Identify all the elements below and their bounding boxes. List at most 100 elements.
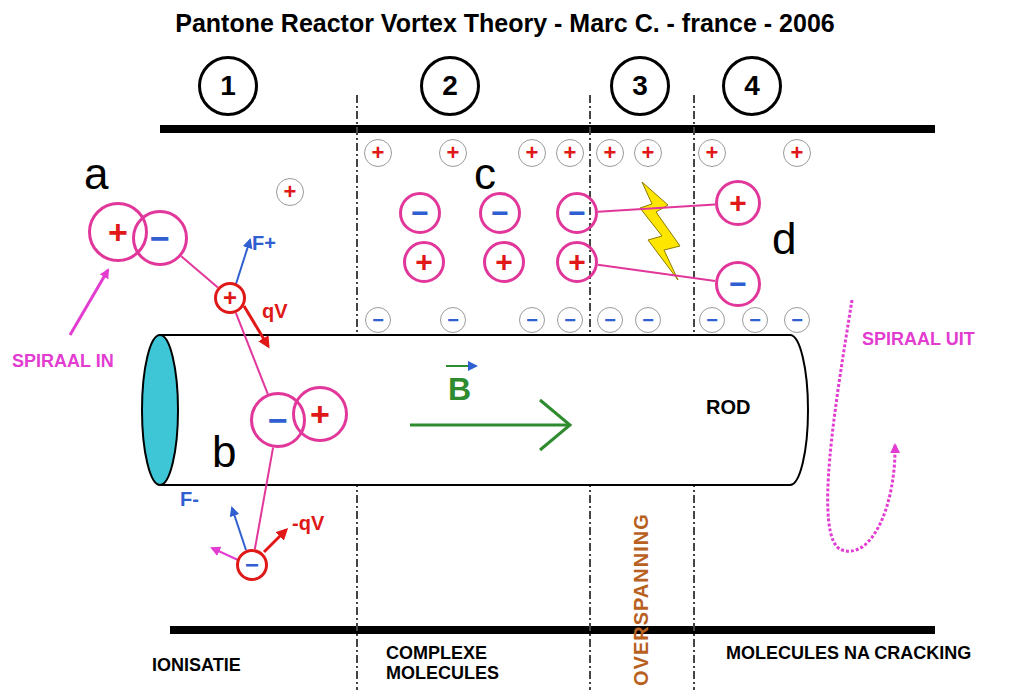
diagram-title: Pantone Reactor Vortex Theory - Marc C. …: [0, 10, 1010, 38]
spiral-in-arrow: [70, 270, 108, 335]
charge-sign: 3: [632, 72, 648, 100]
force-arrow: [236, 240, 250, 284]
zone-number: 2: [420, 56, 480, 116]
negative-ion: −: [699, 307, 725, 333]
molecule-charge: −: [399, 192, 441, 234]
molecule-charge: −: [556, 192, 598, 234]
positive-ion: +: [698, 139, 726, 167]
drift-arrow: [212, 548, 238, 560]
force-symbol: F+: [252, 232, 276, 254]
molecule-charge: −: [479, 192, 521, 234]
field-symbol: B: [448, 372, 471, 407]
molecule-charge: −: [250, 392, 306, 448]
molecule-letter: c: [474, 150, 496, 198]
charge-sign: −: [526, 310, 538, 330]
rod: [160, 335, 808, 485]
force-symbol: -qV: [292, 512, 324, 534]
particle-path: [598, 204, 715, 211]
force-symbol: qV: [262, 300, 288, 322]
molecule-charge: +: [292, 386, 348, 442]
charge-sign: +: [372, 142, 385, 164]
particle-path: [598, 265, 715, 281]
charge-sign: −: [372, 310, 384, 330]
charge-sign: −: [791, 310, 803, 330]
lorentz-arrow: [264, 530, 286, 552]
molecule-charge: −: [132, 210, 188, 266]
molecule-charge: +: [715, 180, 761, 226]
charge-sign: +: [495, 247, 513, 277]
zone-number: 1: [198, 56, 258, 116]
positive-ion: +: [783, 139, 811, 167]
molecule-charge: +: [403, 241, 445, 283]
positive-ion: +: [596, 139, 624, 167]
negative-ion: −: [365, 307, 391, 333]
charge-sign: +: [310, 397, 330, 431]
charge-sign: +: [706, 142, 719, 164]
charge-sign: +: [108, 215, 128, 249]
top-plate: [160, 125, 935, 133]
zone-name: IONISATIE: [152, 656, 241, 676]
charge-sign: −: [604, 310, 616, 330]
negative-ion: −: [784, 307, 810, 333]
charge-sign: −: [564, 310, 576, 330]
positive-ion: +: [634, 139, 662, 167]
zone-name: OVERSPANNING: [630, 513, 652, 686]
charge-sign: +: [223, 286, 237, 310]
molecule-letter: d: [772, 215, 796, 263]
particle-path: [181, 256, 218, 287]
charge-sign: +: [791, 142, 804, 164]
charge-sign: +: [564, 142, 577, 164]
force-arrow: [232, 508, 246, 550]
negative-ion: −: [635, 307, 661, 333]
charge-sign: −: [749, 310, 761, 330]
particle-path: [236, 313, 268, 394]
charge-sign: −: [268, 403, 288, 437]
lightning-bolt: [640, 182, 680, 280]
molecule-charge: −: [715, 261, 761, 307]
charge-sign: −: [150, 221, 170, 255]
charge-sign: +: [604, 142, 617, 164]
charge-sign: 2: [442, 72, 458, 100]
charge-sign: 1: [220, 72, 236, 100]
negative-ion: −: [236, 549, 268, 581]
part-name: ROD: [706, 396, 750, 418]
positive-ion: +: [439, 139, 467, 167]
negative-ion: −: [557, 307, 583, 333]
molecule-letter: b: [212, 428, 236, 476]
vector-mark: [446, 365, 476, 367]
charge-sign: −: [245, 553, 259, 577]
charge-sign: +: [415, 247, 433, 277]
charge-sign: +: [526, 142, 539, 164]
charge-sign: −: [568, 198, 586, 228]
positive-ion: +: [276, 178, 304, 206]
positive-ion: +: [364, 139, 392, 167]
charge-sign: +: [568, 247, 586, 277]
zone-name: COMPLEXE MOLECULES: [386, 644, 556, 684]
charge-sign: −: [729, 269, 747, 299]
particle-path: [255, 448, 273, 550]
molecule-charge: +: [88, 202, 148, 262]
molecule-letter: a: [84, 150, 108, 198]
charge-sign: +: [447, 142, 460, 164]
force-symbol: F-: [180, 488, 199, 510]
charge-sign: −: [642, 310, 654, 330]
negative-ion: −: [440, 307, 466, 333]
zone-number: 4: [722, 56, 782, 116]
rod-end: [142, 335, 178, 485]
charge-sign: −: [411, 198, 429, 228]
zone-number: 3: [610, 56, 670, 116]
negative-ion: −: [742, 307, 768, 333]
charge-sign: +: [642, 142, 655, 164]
charge-sign: +: [729, 188, 747, 218]
charge-sign: −: [706, 310, 718, 330]
positive-ion: +: [518, 139, 546, 167]
charge-sign: −: [491, 198, 509, 228]
field-arrow: [410, 424, 568, 427]
charge-sign: 4: [744, 72, 760, 100]
charge-sign: +: [284, 181, 297, 203]
bottom-plate: [170, 626, 935, 634]
flow-label: SPIRAAL IN: [12, 352, 122, 372]
